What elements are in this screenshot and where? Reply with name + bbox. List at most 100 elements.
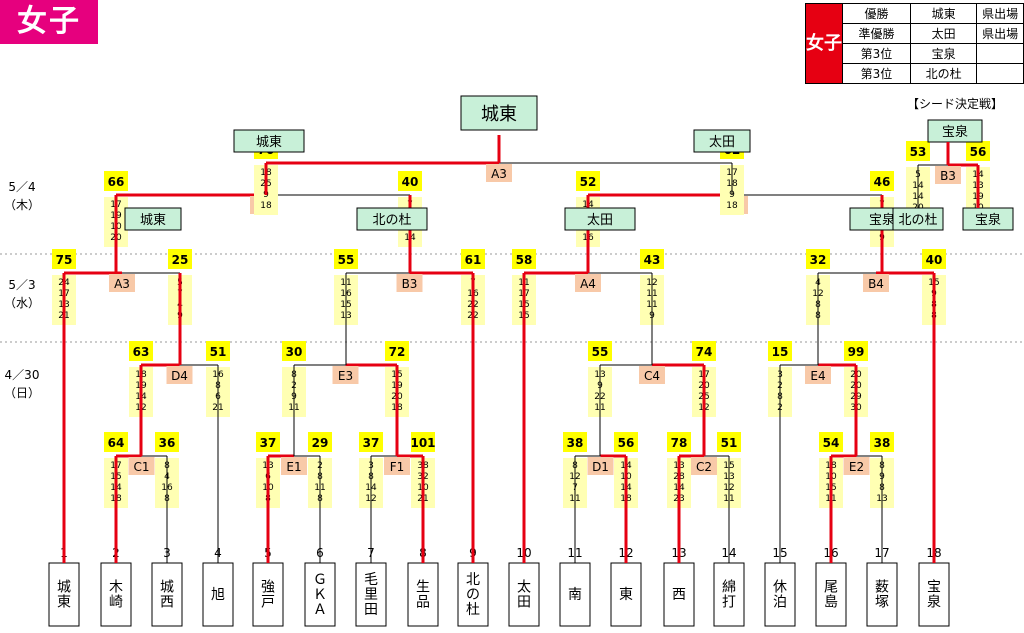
score-left: 55: [592, 345, 609, 359]
score-left: 32: [810, 253, 827, 267]
score-box-left: [806, 249, 830, 269]
team-name-char: 尾: [824, 580, 838, 596]
team-name-char: 薮: [875, 580, 889, 596]
round-date-day: 5／3: [8, 278, 36, 292]
results-team: 北の杜: [909, 63, 978, 84]
team-name-box: [713, 562, 745, 627]
results-row: 準優勝 太田 県出場: [806, 23, 1024, 44]
winner-name: 北の杜: [372, 213, 411, 228]
results-row: 女子 優勝 城東 県出場: [805, 3, 1024, 84]
score-left: 38: [567, 436, 584, 450]
match-id: B3: [402, 277, 418, 291]
score-left: 55: [338, 253, 355, 267]
team-name-char: 田: [517, 595, 531, 611]
match-id-box: [691, 457, 717, 475]
score-left: 66: [108, 175, 125, 189]
score-box-left: [104, 171, 128, 191]
team-name-char: 里: [364, 587, 378, 603]
match-id: A3: [114, 277, 130, 291]
score-box-left: [334, 249, 358, 269]
team-name-box: [252, 562, 284, 627]
score-box-left: [104, 432, 128, 452]
score-left: 30: [286, 345, 303, 359]
score-box-left: [52, 249, 76, 269]
winner-name-box: [460, 95, 538, 131]
score-right: 74: [696, 345, 713, 359]
team-name-char: 宝: [927, 580, 941, 596]
score-box-right: [640, 249, 664, 269]
team-name-char: 戸: [261, 595, 275, 611]
team-name-char: 休: [773, 580, 787, 596]
round-date-day: 4／30: [4, 368, 40, 382]
score-box-left: [256, 432, 280, 452]
score-box-right: [206, 341, 230, 361]
winner-name: 城東: [481, 104, 517, 125]
score-box-left: [576, 171, 600, 191]
results-note: 県出場: [976, 3, 1024, 24]
team-name-box: [815, 562, 847, 627]
match-id-box: [128, 457, 155, 475]
team-name-box: [202, 562, 234, 627]
winner-name: 宝泉: [975, 212, 1001, 228]
team-name-char: 西: [160, 595, 174, 611]
score-box-left: [563, 432, 587, 452]
score-right: 56: [970, 145, 987, 159]
team-name-char: 毛: [364, 572, 378, 588]
score-right: 51: [721, 436, 738, 450]
results-place: 第3位: [842, 43, 911, 64]
match-id-box: [384, 457, 410, 475]
results-place: 準優勝: [842, 23, 911, 44]
results-note: [976, 63, 1024, 84]
match-id-box: [843, 457, 870, 475]
team-name-box: [407, 562, 439, 627]
winner-name: 城東: [256, 134, 282, 150]
score-right: 101: [410, 436, 435, 450]
score-left: 53: [910, 145, 927, 159]
team-name-box: [355, 562, 387, 627]
results-row: 第3位 北の杜: [806, 63, 1024, 84]
score-left: 52: [580, 175, 597, 189]
match-id-box: [587, 457, 614, 475]
score-box-right: [844, 341, 868, 361]
score-right: 36: [159, 436, 176, 450]
match-id: C1: [133, 460, 149, 474]
round-date-weekday: （木）: [3, 198, 40, 212]
team-name-char: Ｋ: [313, 587, 327, 603]
match-id: E1: [286, 460, 301, 474]
winner-name-box: [564, 207, 636, 231]
match-id: D1: [592, 460, 609, 474]
team-name-char: 西: [672, 587, 686, 603]
match-id: A3: [491, 167, 507, 181]
score-box-right: [308, 432, 332, 452]
match-id-box: [575, 274, 601, 292]
score-box-right: [385, 341, 409, 361]
score-box-left: [588, 341, 612, 361]
score-right: 43: [644, 253, 661, 267]
score-box-left: [906, 141, 930, 161]
results-row: 第3位 宝泉: [806, 43, 1024, 64]
score-left: 63: [133, 345, 150, 359]
winner-name-box: [693, 129, 751, 153]
team-name-char: 品: [416, 595, 430, 611]
score-right: 29: [312, 436, 329, 450]
team-name-box: [304, 562, 336, 627]
score-right: 38: [874, 436, 891, 450]
winner-name-box: [356, 207, 428, 231]
results-place: 第3位: [842, 63, 911, 84]
team-name-char: 強: [261, 580, 275, 596]
round-date: 5／4 （木）: [2, 178, 42, 214]
match-id: B3: [940, 169, 956, 183]
score-box-left: [129, 341, 153, 361]
winner-name-box: [124, 207, 182, 231]
score-right: 51: [210, 345, 227, 359]
team-name-char: 田: [364, 602, 378, 618]
match-id: E3: [338, 369, 353, 383]
results-team: 城東: [909, 3, 978, 24]
score-box-right: [398, 171, 422, 191]
score-box-left: [359, 432, 383, 452]
score-box-right: [168, 249, 192, 269]
score-box-left: [282, 341, 306, 361]
score-right: 56: [618, 436, 635, 450]
score-box-right: [155, 432, 179, 452]
match-id: C2: [696, 460, 712, 474]
